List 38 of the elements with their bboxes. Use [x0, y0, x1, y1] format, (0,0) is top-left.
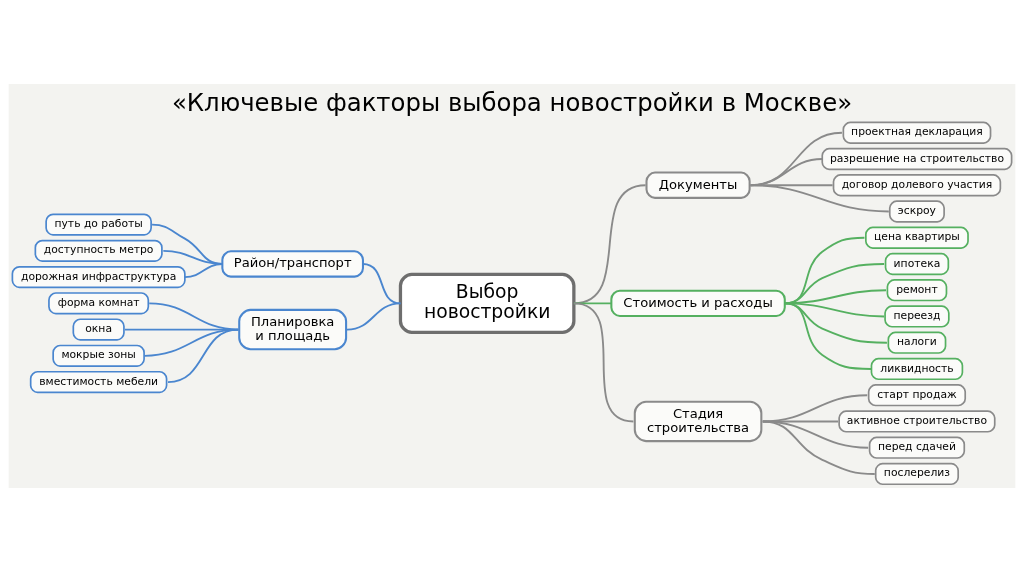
node-box: договор долевого участия [832, 174, 1002, 197]
connector [346, 302, 402, 331]
node-box: окна [72, 318, 125, 341]
node-box: Документы [645, 171, 751, 199]
node-box: мокрые зоны [52, 344, 145, 367]
connector [183, 263, 224, 279]
node-box: форма комнат [48, 292, 150, 315]
node-box: старт продаж [867, 384, 967, 407]
connector [749, 184, 890, 213]
node-box: послерелиз [874, 462, 960, 486]
diagram-title: «Ключевые факторы выбора новостройки в Москве» [171, 88, 853, 117]
node-box: Планировка и площадь [238, 308, 348, 351]
connector [761, 420, 876, 475]
node-box: Стадия строительства [633, 400, 763, 443]
node-box: ипотека [884, 252, 950, 276]
node-box: Выбор новостройки [398, 272, 576, 335]
node-box: цена квартиры [865, 226, 969, 249]
node-box: Район/транспорт [221, 250, 364, 278]
node-box: вместимость мебели [29, 370, 168, 394]
node-box: ремонт [886, 279, 948, 302]
node-box: ликвидность [870, 357, 964, 381]
node-box: дорожная инфраструктура [11, 265, 186, 289]
node-box: доступность метро [34, 239, 163, 262]
connector [362, 263, 402, 305]
connector [783, 302, 888, 344]
connector [783, 302, 872, 370]
connector [761, 394, 869, 423]
node-box: Стоимость и расходы [610, 289, 786, 318]
node-box: путь до работы [45, 213, 152, 236]
connector [572, 302, 635, 423]
node-box: разрешение на строительство [821, 147, 1013, 171]
node-box: перед сдачей [868, 436, 966, 459]
node-box: эскроу [888, 200, 945, 223]
node-box: налоги [887, 331, 947, 354]
node-box: переезд [884, 305, 950, 328]
node-box: активное строительство [838, 410, 996, 433]
node-box: проектная декларация [842, 121, 992, 144]
connector [167, 328, 240, 383]
